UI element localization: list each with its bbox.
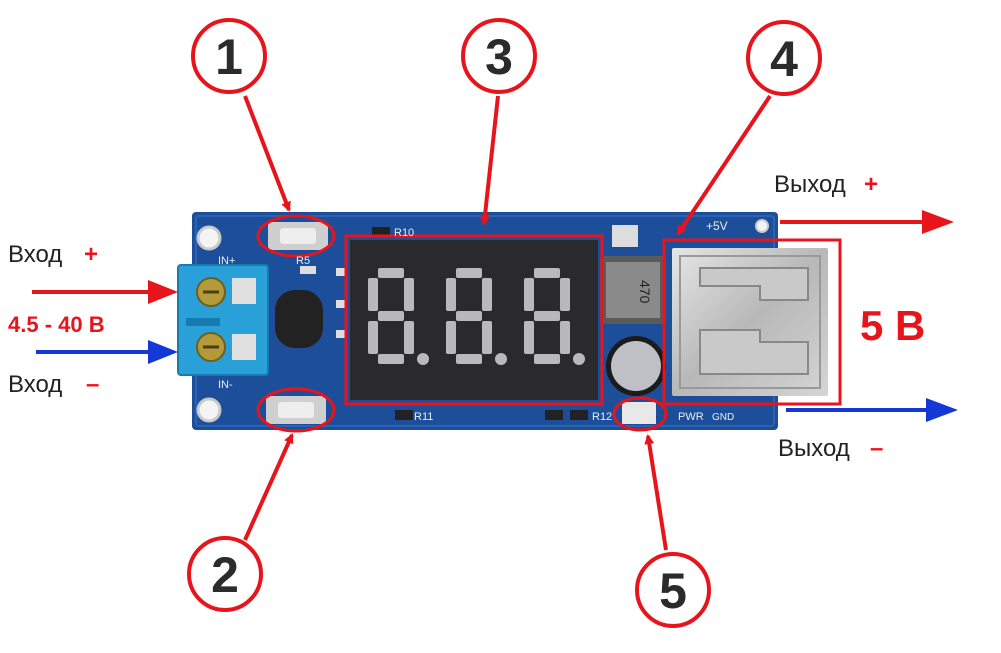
display-segment — [534, 268, 560, 278]
display-segment — [446, 321, 456, 354]
display-segment — [446, 278, 456, 311]
output-plus-sign: + — [864, 171, 878, 198]
display-digit — [368, 268, 429, 365]
display-segment — [482, 321, 492, 354]
inductor — [600, 256, 666, 324]
callout-5: 5 — [635, 552, 711, 628]
display-decimal-point — [573, 353, 585, 365]
button-1-ring — [256, 214, 336, 258]
silk-r12: R12 — [592, 411, 612, 423]
display-segment — [560, 278, 570, 311]
inductor-code: 470 — [637, 280, 653, 304]
display-segment — [534, 354, 560, 364]
input-plus-label: Вход — [8, 241, 62, 268]
usb-frame — [662, 238, 842, 406]
display-segment — [378, 354, 404, 364]
arrow-3 — [479, 95, 500, 226]
callout-4: 4 — [746, 20, 822, 96]
output-voltage: 5 В — [860, 302, 925, 349]
display-segment — [368, 321, 378, 354]
display-segment — [378, 268, 404, 278]
arrow-2 — [243, 433, 294, 541]
mount-hole-top — [196, 225, 222, 251]
svg-text:2: 2 — [211, 547, 239, 603]
silk-pwr: PWR — [678, 411, 704, 423]
display-segment — [456, 268, 482, 278]
mount-hole-right — [755, 219, 769, 233]
svg-text:5: 5 — [659, 563, 687, 619]
display-digit — [446, 268, 507, 365]
silk-5v: +5V — [706, 219, 728, 233]
input-minus-sign: – — [86, 371, 99, 398]
input-minus-label: Вход — [8, 371, 62, 398]
capacitor — [606, 336, 666, 396]
input-plus-sign: + — [84, 241, 98, 268]
callout-3: 3 — [461, 18, 537, 94]
led-5-ring — [612, 396, 668, 432]
silk-in-plus: IN+ — [218, 255, 235, 267]
output-plus-arrow — [780, 210, 954, 234]
button-2-ring — [256, 387, 336, 433]
button-1[interactable] — [268, 222, 328, 250]
silk-r10: R10 — [394, 227, 414, 239]
input-plus-arrow — [32, 280, 178, 304]
output-minus-label: Выход — [778, 435, 850, 462]
callout-1: 1 — [191, 18, 267, 94]
svg-text:1: 1 — [215, 29, 243, 85]
display-frame — [344, 234, 604, 406]
screw-terminal — [177, 264, 269, 376]
callout-2: 2 — [187, 536, 263, 612]
display-segment — [456, 311, 482, 321]
svg-text:3: 3 — [485, 29, 513, 85]
display-segment — [524, 321, 534, 354]
silk-r11: R11 — [414, 411, 433, 423]
silk-r5: R5 — [296, 255, 310, 267]
led-display — [350, 240, 598, 400]
display-digit — [524, 268, 585, 365]
display-segment — [534, 311, 560, 321]
display-segment — [456, 354, 482, 364]
silk-gnd: GND — [712, 412, 734, 423]
smd-components — [300, 225, 656, 424]
input-voltage: 4.5 - 40 В — [8, 312, 105, 337]
arrow-5 — [644, 434, 668, 551]
input-minus-arrow — [36, 340, 178, 364]
display-decimal-point — [495, 353, 507, 365]
display-segment — [482, 278, 492, 311]
display-segment — [404, 278, 414, 311]
display-segment — [404, 321, 414, 354]
transistor — [275, 290, 323, 348]
display-segment — [560, 321, 570, 354]
usb-port — [672, 248, 828, 396]
output-minus-arrow — [786, 398, 958, 422]
arrow-4 — [676, 94, 772, 236]
display-segment — [378, 311, 404, 321]
mount-hole-bottom — [196, 397, 222, 423]
display-decimal-point — [417, 353, 429, 365]
display-segment — [524, 278, 534, 311]
output-plus-label: Выход — [774, 171, 846, 198]
svg-text:4: 4 — [770, 31, 798, 87]
display-segment — [368, 278, 378, 311]
silk-in-minus: IN- — [218, 379, 233, 391]
button-2[interactable] — [266, 396, 326, 424]
output-minus-sign: – — [870, 435, 883, 462]
arrow-1 — [243, 95, 291, 212]
